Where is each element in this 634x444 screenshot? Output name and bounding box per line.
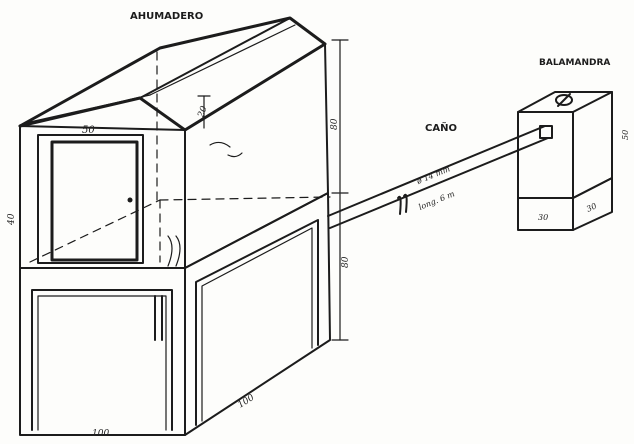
- roof-edge-line-2: [149, 24, 296, 96]
- roof-front-gable: [18, 96, 187, 132]
- door-width-note: 50: [82, 125, 95, 136]
- base-side-opening-inner: [201, 227, 313, 422]
- roof-ridge: [139, 17, 291, 99]
- pipe-label: CAÑO: [425, 121, 457, 134]
- base-side-opening: [195, 219, 319, 426]
- stove-hatch-icon: [555, 94, 573, 106]
- hidden-floor-line-2: [159, 196, 331, 201]
- base-side-note: 100: [236, 393, 256, 411]
- pipe-diameter-note: ø 14 mm: [414, 164, 451, 186]
- pipe-length-note: long. 6 m: [417, 189, 456, 212]
- stove-label: BALAMANDRA: [539, 58, 610, 68]
- door-frame: [37, 134, 144, 264]
- pipe-edge-bottom: [329, 137, 549, 229]
- door-height-note: 40: [7, 213, 17, 226]
- base-stand: [19, 192, 331, 436]
- door: [37, 134, 144, 264]
- door-handle-icon: [127, 197, 133, 203]
- base-front-opening: [31, 289, 173, 431]
- roof-edge-line: [29, 94, 151, 123]
- pipe: [327, 125, 549, 229]
- upper-side-face: [184, 43, 329, 269]
- stove: [517, 91, 613, 231]
- roof-outline: [18, 16, 327, 132]
- roof: [18, 16, 327, 201]
- stove-hatch-handle: [557, 93, 571, 107]
- stove-depth-note: 30: [585, 201, 598, 213]
- stove-width-note: 30: [538, 213, 548, 222]
- base-front-note: 100: [92, 429, 109, 439]
- base-front-opening-inner: [37, 295, 167, 431]
- upper-height-note: 80: [330, 118, 340, 130]
- smokehouse-label: AHUMADERO: [130, 11, 203, 22]
- stove-base: [517, 177, 613, 231]
- dimension-lines: [19, 39, 349, 341]
- hand-scribble: [209, 141, 243, 158]
- stove-height-note: 50: [621, 130, 630, 140]
- pipe-edge-top: [327, 125, 546, 217]
- smokehouse: [18, 16, 349, 436]
- pipe-break-icon: [397, 193, 408, 215]
- hidden-floor-line: [29, 199, 161, 263]
- base-side-face: [184, 192, 331, 436]
- smoke-inlet-icon: [167, 235, 181, 267]
- base-front-face: [19, 267, 186, 436]
- stove-pipe-outlet: [539, 125, 553, 139]
- roof-slope-note: 20: [196, 105, 210, 120]
- door-panel: [50, 140, 139, 262]
- lower-height-note: 80: [341, 256, 351, 268]
- stove-top-side-edge: [572, 91, 613, 113]
